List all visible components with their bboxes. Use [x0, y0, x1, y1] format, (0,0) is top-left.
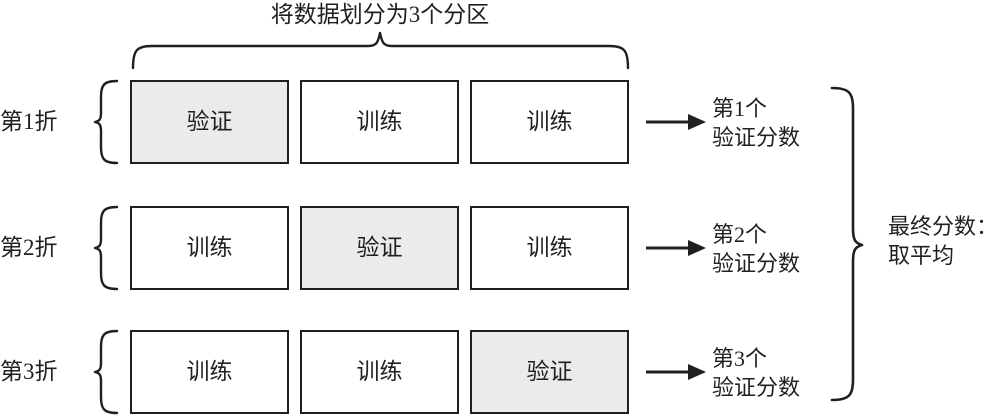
- fold-3-partition-1-label: 训练: [186, 359, 233, 384]
- fold-label-3: 第3折: [0, 359, 58, 384]
- fold-3-partition-2: 训练: [300, 330, 459, 414]
- partition-brace-top: [131, 31, 630, 70]
- fold-2-partition-3-label: 训练: [526, 235, 573, 260]
- score-label-3-line2: 验证分数: [712, 375, 801, 400]
- score-label-3: 第3个 验证分数: [712, 344, 837, 402]
- fold-1-partition-1-label: 验证: [186, 109, 233, 134]
- final-score-line2: 取平均: [888, 243, 955, 268]
- diagram-title: 将数据划分为3个分区: [270, 2, 490, 27]
- fold-3-partition-3-label: 验证: [526, 359, 573, 384]
- fold-2-partition-2: 验证: [300, 206, 459, 290]
- final-score-line1: 最终分数：: [888, 214, 999, 239]
- fold-brace-1: [93, 79, 119, 165]
- arrow-to-score-1: [646, 114, 706, 130]
- arrow-to-score-3: [646, 364, 706, 380]
- fold-1-partition-3: 训练: [470, 80, 629, 164]
- fold-2-partition-1: 训练: [130, 206, 289, 290]
- score-label-1: 第1个 验证分数: [712, 94, 837, 152]
- fold-3-partition-2-label: 训练: [356, 359, 403, 384]
- fold-3-partition-1: 训练: [130, 330, 289, 414]
- score-label-3-line1: 第3个: [712, 346, 768, 371]
- fold-2-partition-3: 训练: [470, 206, 629, 290]
- score-label-2-line1: 第2个: [712, 222, 768, 247]
- fold-1-partition-2-label: 训练: [356, 109, 403, 134]
- score-label-2-line2: 验证分数: [712, 251, 801, 276]
- fold-1-partition-1: 验证: [130, 80, 289, 164]
- arrow-to-score-2: [646, 240, 706, 256]
- fold-label-1: 第1折: [0, 109, 58, 134]
- score-label-1-line2: 验证分数: [712, 125, 801, 150]
- final-score-label: 最终分数： 取平均: [888, 212, 1000, 270]
- fold-brace-2: [93, 205, 119, 291]
- fold-2-partition-1-label: 训练: [186, 235, 233, 260]
- fold-3-partition-3: 验证: [470, 330, 629, 414]
- score-label-1-line1: 第1个: [712, 96, 768, 121]
- score-label-2: 第2个 验证分数: [712, 220, 837, 278]
- fold-label-2: 第2折: [0, 235, 58, 260]
- final-score-brace: [830, 86, 864, 402]
- fold-1-partition-2: 训练: [300, 80, 459, 164]
- fold-2-partition-2-label: 验证: [356, 235, 403, 260]
- fold-brace-3: [93, 329, 119, 415]
- fold-1-partition-3-label: 训练: [526, 109, 573, 134]
